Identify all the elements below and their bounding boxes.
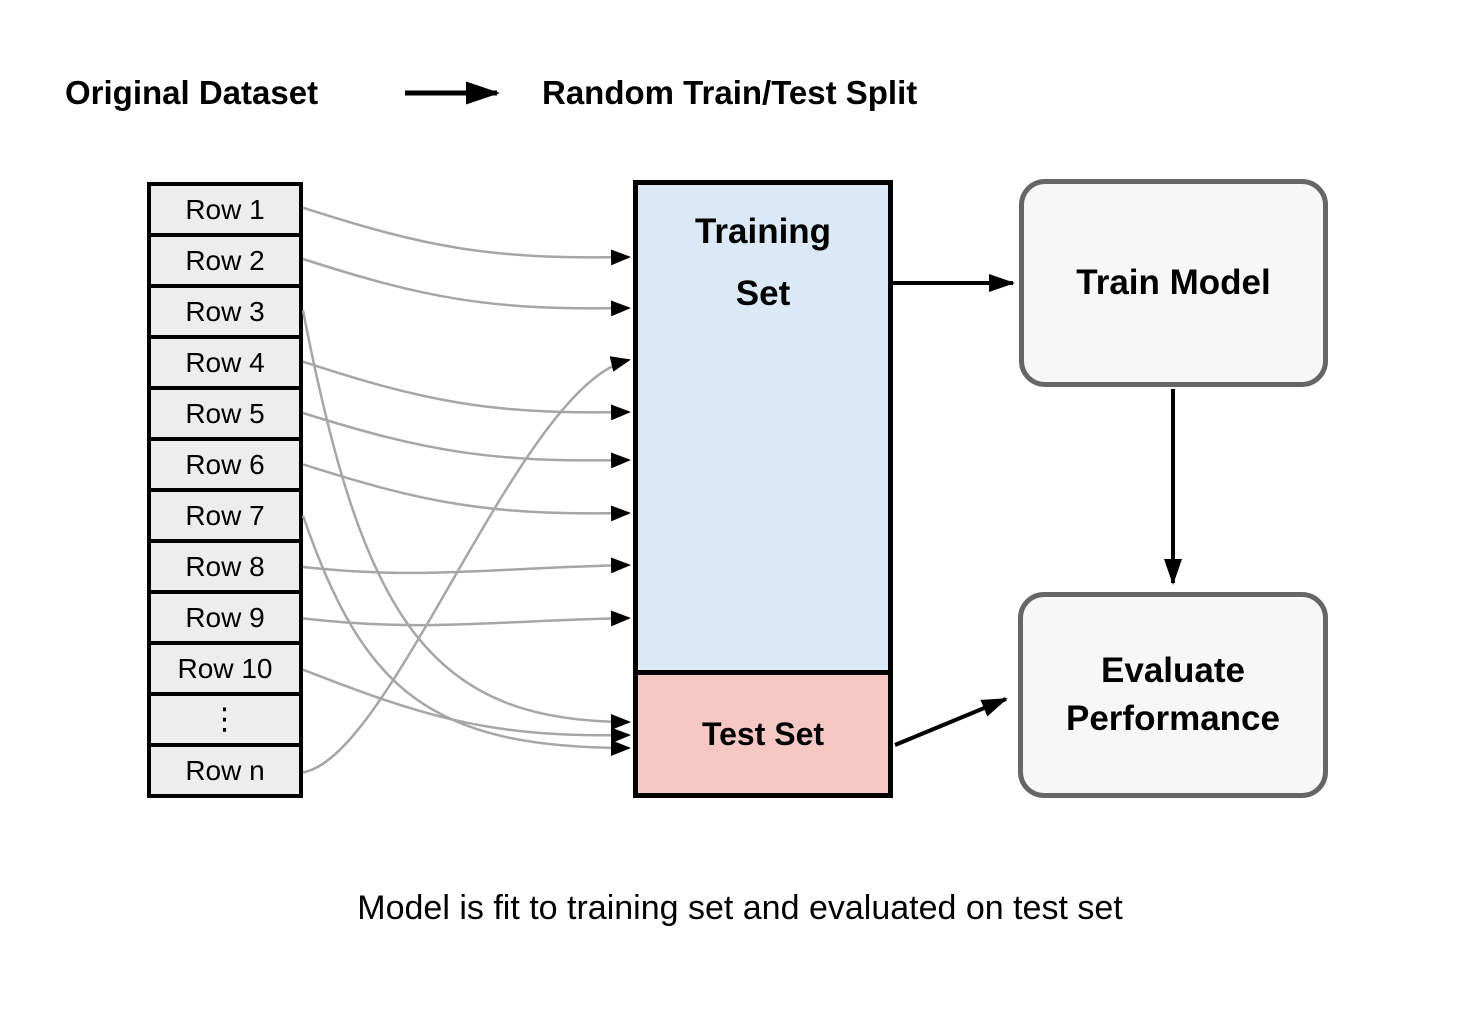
training-set-label: Training Set: [694, 212, 832, 313]
connector-row-6-to-training-set: [302, 463, 631, 522]
connector-row-2-to-training-set: [302, 257, 631, 317]
test-set-area: Test Set: [638, 670, 888, 793]
dataset-row-row-5: Row 5: [151, 390, 299, 441]
evaluate-performance-node: Evaluate Performance: [1018, 592, 1328, 798]
training-set-area: Training Set: [638, 185, 888, 670]
arrow-test-set-to-evaluate-performance: [894, 697, 1008, 747]
connector-row-1-to-training-set: [302, 206, 631, 266]
dataset-row-row-3: Row 3: [151, 288, 299, 339]
original-dataset-title: Original Dataset: [65, 74, 319, 111]
dataset-row-row-2: Row 2: [151, 237, 299, 288]
connector-row-4-to-training-set: [302, 360, 631, 421]
connector-row-3-to-test-set: [301, 310, 631, 730]
connector-row-7-to-test-set: [301, 515, 631, 756]
dataset-row-row-8: Row 8: [151, 543, 299, 594]
train-model-label: Train Model: [1076, 263, 1271, 302]
test-set-label: Test Set: [701, 715, 825, 752]
train-model-node: Train Model: [1019, 179, 1328, 387]
connector-row-9-to-training-set: [302, 610, 631, 627]
split-box: Training Set Test Set: [633, 180, 893, 798]
dataset-row-row-9: Row 9: [151, 594, 299, 645]
connector-row-5-to-training-set: [302, 411, 631, 469]
random-split-title: Random Train/Test Split: [542, 74, 918, 111]
evaluate-performance-label: Evaluate Performance: [1066, 651, 1280, 738]
diagram-caption: Model is fit to training set and evaluat…: [357, 889, 1123, 927]
dataset-row-ellipsis: ⋮: [151, 696, 299, 747]
dataset-row-row-7: Row 7: [151, 492, 299, 543]
connector-row-n-to-training-set: [302, 356, 631, 774]
dataset-row-row-6: Row 6: [151, 441, 299, 492]
dataset-row-row-10: Row 10: [151, 645, 299, 696]
connector-row-8-to-training-set: [302, 557, 631, 575]
dataset-row-row-4: Row 4: [151, 339, 299, 390]
dataset-row-row-n: Row n: [151, 747, 299, 794]
dataset-row-row-1: Row 1: [151, 186, 299, 237]
connector-row-10-to-test-set: [302, 668, 631, 744]
